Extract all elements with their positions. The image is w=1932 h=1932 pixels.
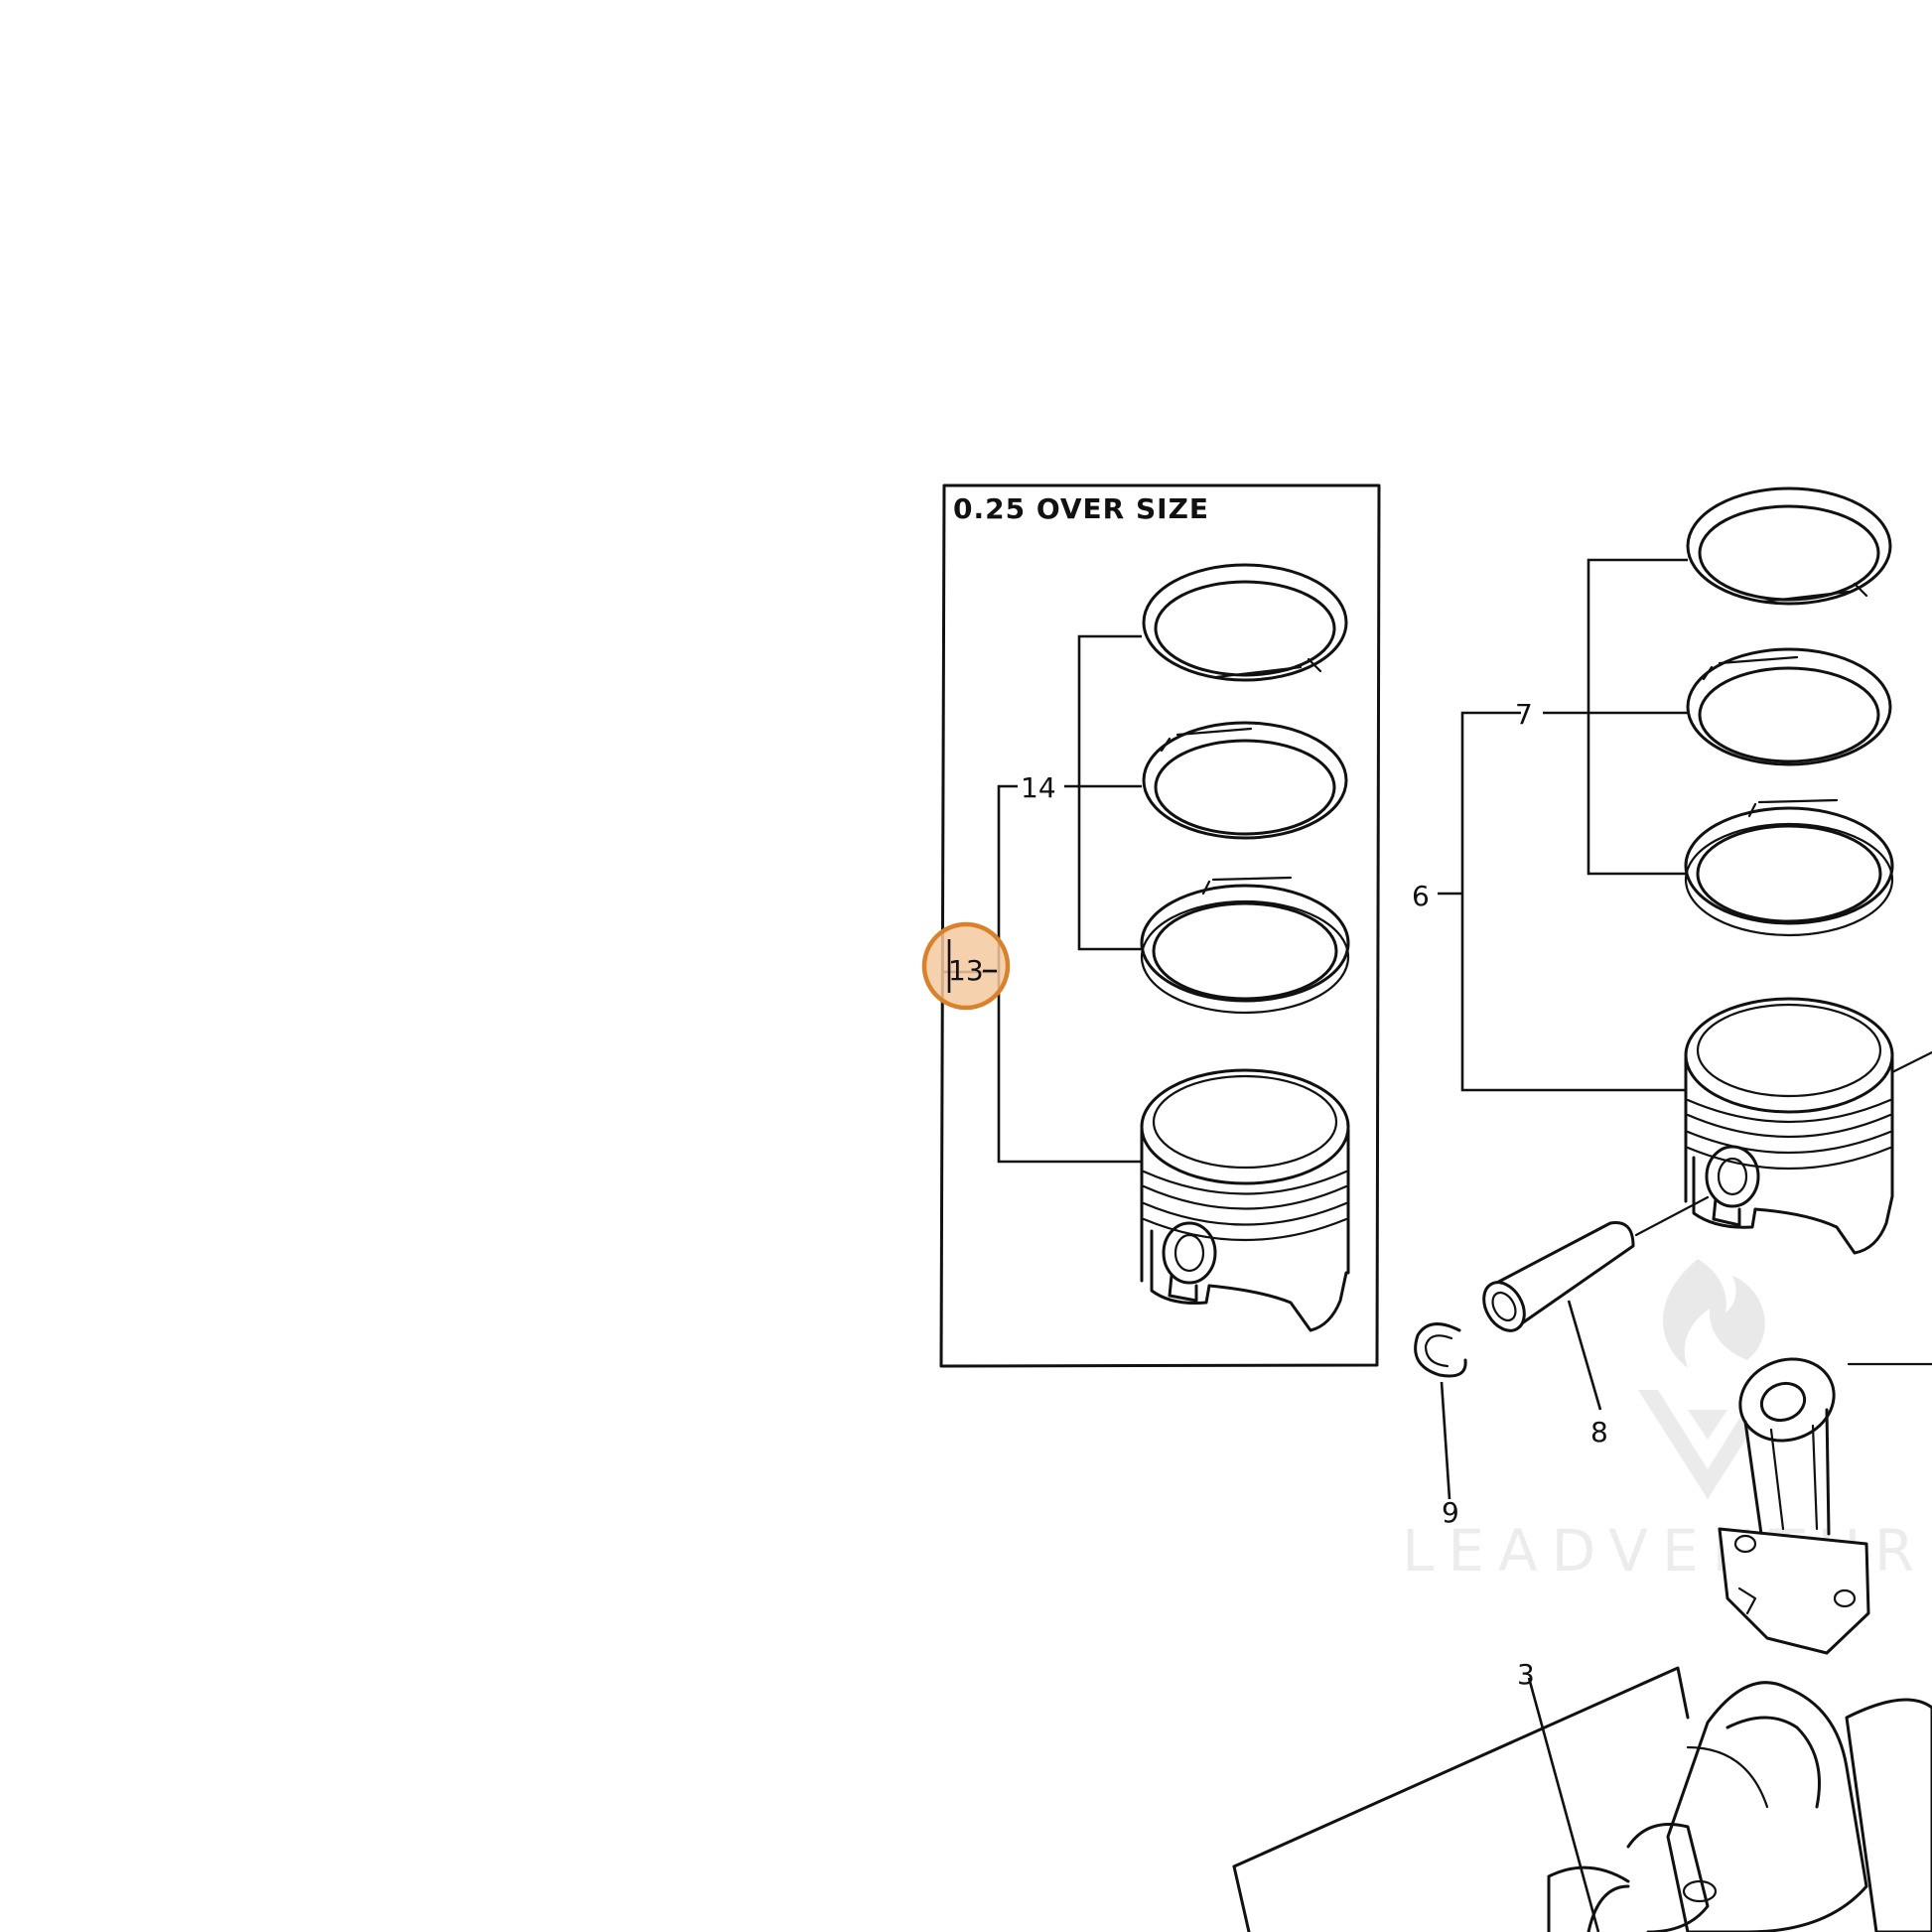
callout-7[interactable]: 7 — [1515, 698, 1533, 731]
callout-14[interactable]: 14 — [1021, 771, 1056, 804]
box-title: 0.25 OVER SIZE — [953, 492, 1209, 525]
piston-pin — [1482, 1195, 1710, 1411]
leader-lines-standard — [1438, 558, 1688, 1092]
standard-piston-ring-second — [1686, 647, 1892, 766]
callout-9[interactable]: 9 — [1442, 1496, 1459, 1529]
standard-piston — [1684, 997, 1932, 1255]
watermark: LEADVENTUR — [1402, 1259, 1914, 1585]
leader-lines-oversize — [943, 634, 1142, 1164]
standard-piston-ring-oil — [1684, 798, 1894, 937]
highlight-ring[interactable] — [921, 921, 1011, 1011]
oversize-piston-ring-second — [1142, 721, 1348, 840]
oversize-kit-box: 0.25 OVER SIZE — [939, 483, 1381, 1368]
crankshaft — [1232, 1666, 1932, 1932]
oversize-piston-ring-oil — [1140, 876, 1350, 1015]
callout-8[interactable]: 8 — [1590, 1416, 1608, 1449]
oversize-piston-ring-top — [1142, 563, 1348, 682]
callout-labels: 13 14 7 6 8 9 3 — [947, 698, 1608, 1691]
piston-pin-circlip — [1414, 1322, 1467, 1500]
callout-13[interactable]: 13 — [948, 954, 984, 987]
callout-6[interactable]: 6 — [1412, 880, 1430, 912]
connecting-rod — [1718, 1357, 1932, 1655]
callout-3[interactable]: 3 — [1517, 1658, 1535, 1691]
flame-icon — [1663, 1259, 1765, 1368]
oversize-piston — [1140, 1068, 1350, 1332]
standard-piston-ring-top — [1686, 486, 1892, 606]
